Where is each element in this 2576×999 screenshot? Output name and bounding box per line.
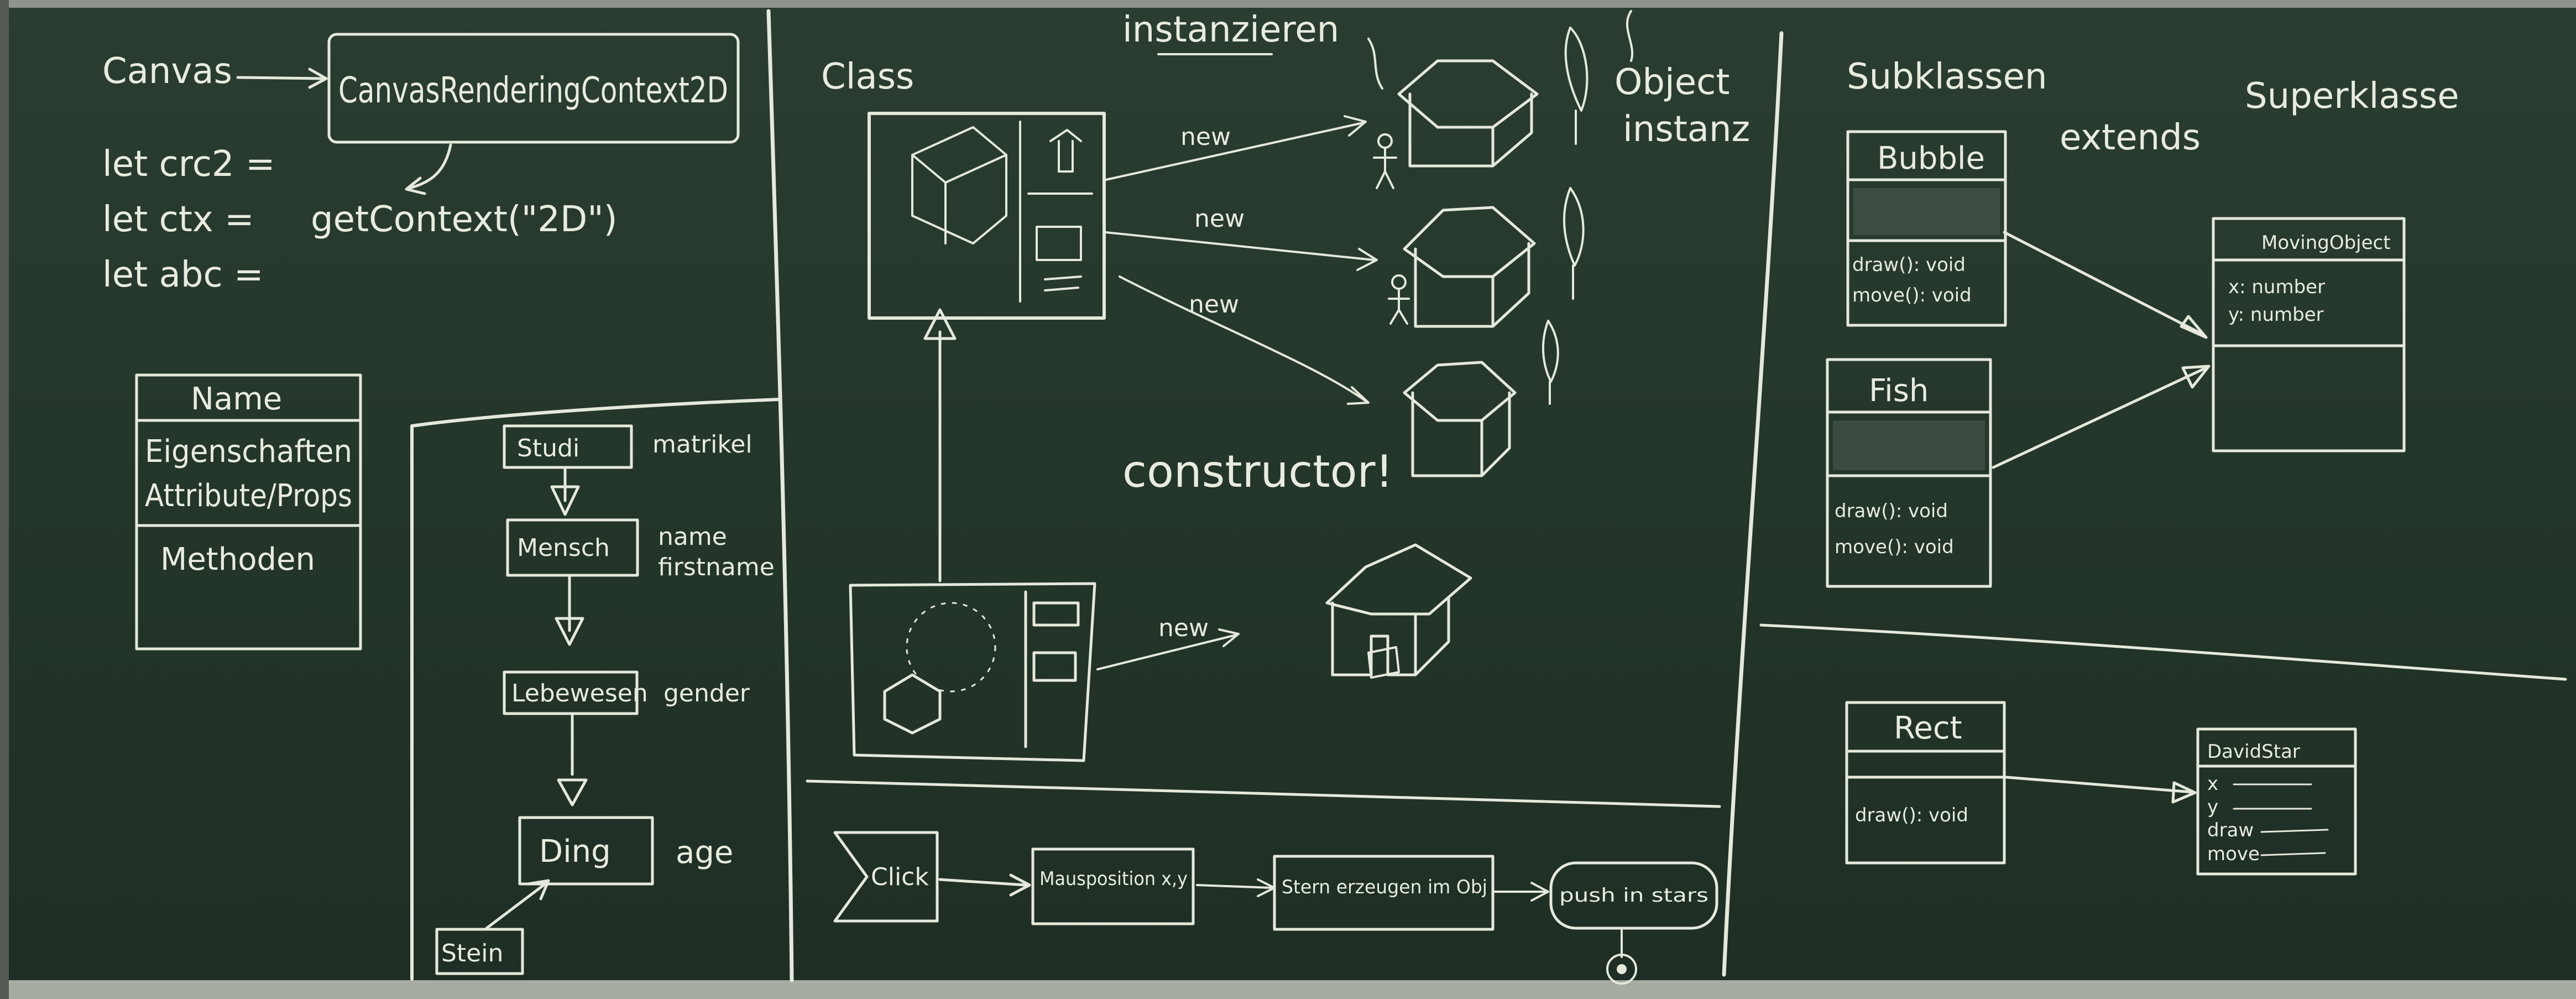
separator-right-horizontal <box>1759 623 2567 681</box>
stick-figure-2 <box>1388 274 1410 325</box>
moving-object-attr-y: y: number <box>2228 304 2324 326</box>
separator-right <box>1722 31 1784 977</box>
object-blueprint <box>849 582 1096 762</box>
board-frame-bottom <box>0 980 2576 999</box>
class-bubble <box>1846 130 2007 327</box>
tree-2 <box>1563 187 1585 300</box>
rect-name: Rect <box>1894 710 1962 746</box>
rendering-context-box <box>327 33 740 144</box>
flow-end-node <box>1606 954 1637 985</box>
hierarchy-box-studi: Studi <box>517 434 579 462</box>
extends-label: extends <box>2060 117 2201 158</box>
instance-house-2 <box>1403 206 1536 328</box>
new-label-3: new <box>1189 290 1239 319</box>
class-label: Class <box>821 56 914 97</box>
subclasses-label: Subklassen <box>1847 56 2047 97</box>
tree-3 <box>1542 320 1559 405</box>
let-line-3: let abc = <box>102 254 264 295</box>
hierarchy-prop-firstname: firstname <box>658 553 775 581</box>
fish-name: Fish <box>1869 373 1929 409</box>
inheritance-hierarchy: Studi matrikel Mensch name firstname Leb… <box>435 424 775 975</box>
hierarchy-prop-gender: gender <box>663 679 750 707</box>
superclass-label: Superklasse <box>2245 76 2459 117</box>
constructor-label: constructor! <box>1122 446 1393 497</box>
fish-method-move: move(): void <box>1835 536 1954 558</box>
class-rect <box>1845 701 2006 865</box>
david-star-name: DavidStar <box>2207 741 2300 763</box>
bubble-method-move: move(): void <box>1852 284 1972 306</box>
hierarchy-prop-matrikel: matrikel <box>652 430 753 459</box>
let-line-2: let ctx = <box>102 199 254 240</box>
uml-attribute-1: Eigenschaften <box>145 434 352 470</box>
david-star-method-move: move <box>2207 843 2260 865</box>
tree-1 <box>1564 27 1589 145</box>
get-context-connector <box>405 143 452 195</box>
flow-step-2: Mausposition x,y <box>1039 868 1188 890</box>
rendering-context-label: CanvasRenderingContext2D <box>338 70 728 111</box>
moving-object-attr-x: x: number <box>2228 276 2325 298</box>
uml-name: Name <box>191 381 282 417</box>
instance-house-3 <box>1403 361 1517 477</box>
instance-house-1 <box>1397 59 1539 168</box>
canvas-context-section: Canvas CanvasRenderingContext2D getConte… <box>102 33 740 295</box>
instantiate-label: instanzieren <box>1122 9 1339 50</box>
class-object-section: Class instanzieren Object instanz new ne… <box>821 9 1750 762</box>
object-label-line-1: Object <box>1614 62 1729 103</box>
stick-figure-1 <box>1373 133 1397 189</box>
hierarchy-box-lebewesen: Lebewesen <box>511 679 648 707</box>
flow-step-3: Stern erzeugen im Obj <box>1282 876 1487 898</box>
flow-step-1: Click <box>871 863 929 891</box>
object-label-line-2: instanz <box>1623 109 1750 150</box>
bubble-method-draw: draw(): void <box>1852 254 1966 276</box>
new-label-4: new <box>1158 614 1209 642</box>
rect-method-draw: draw(): void <box>1855 804 1968 826</box>
flow-step-4: push in stars <box>1559 884 1708 907</box>
uml-attribute-2: Attribute/Props <box>145 478 352 514</box>
get-context-label: getContext("2D") <box>311 199 618 240</box>
moving-object-name: MovingObject <box>2261 232 2391 254</box>
board-frame-left <box>0 0 9 999</box>
separator-left <box>766 9 794 982</box>
bubble-name: Bubble <box>1877 141 1985 176</box>
canvas-label: Canvas <box>102 51 232 92</box>
uml-methods: Methoden <box>160 542 315 577</box>
class-fish <box>1826 358 1992 588</box>
let-line-1: let crc2 = <box>102 144 275 185</box>
hierarchy-prop-age: age <box>676 835 733 871</box>
hierarchy-box-stein: Stein <box>441 939 503 967</box>
hierarchy-box-mensch: Mensch <box>517 534 610 562</box>
generic-uml-box: Name Eigenschaften Attribute/Props Metho… <box>135 373 362 651</box>
class-blueprint <box>868 112 1106 320</box>
class-moving-object <box>2212 217 2406 452</box>
david-star-method-draw: draw <box>2207 819 2254 841</box>
new-label-1: new <box>1180 123 1231 151</box>
separator-middle-horizontal <box>806 779 1721 808</box>
david-star-attr-y: y <box>2207 796 2218 818</box>
class-david-star <box>2196 727 2357 876</box>
instance-house-4 <box>1325 543 1472 677</box>
board-frame-top <box>0 0 2576 8</box>
event-flow: Click Mausposition x,y Stern erzeugen im… <box>833 831 1718 985</box>
hierarchy-prop-name: name <box>658 523 727 551</box>
flow-click <box>833 831 939 923</box>
new-label-2: new <box>1194 205 1245 233</box>
fish-method-draw: draw(): void <box>1835 500 1948 522</box>
hierarchy-frame <box>410 398 781 981</box>
subclass-section: Subklassen extends Superklasse Bubble dr… <box>1826 56 2459 876</box>
canvas-arrow <box>236 67 328 89</box>
david-star-attr-x: x <box>2207 773 2218 795</box>
hierarchy-box-ding: Ding <box>539 834 611 870</box>
